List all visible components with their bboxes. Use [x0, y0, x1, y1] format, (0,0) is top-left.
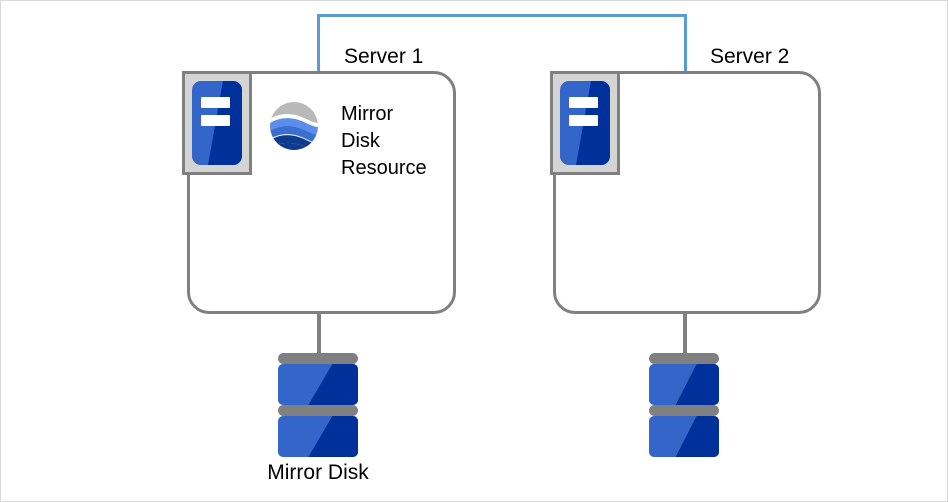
disk-body-upper-shade	[675, 364, 719, 405]
interconnect-left-drop-line	[317, 14, 320, 71]
disk-plate-top	[649, 353, 719, 364]
server-2-box[interactable]	[553, 71, 821, 314]
server-icon-tile	[192, 81, 242, 165]
mirror-disk-icon-left	[278, 353, 358, 457]
server-icon	[182, 71, 252, 175]
server-icon	[550, 71, 620, 175]
server-1-disk-connector	[317, 313, 321, 358]
disk-body-lower	[649, 416, 719, 457]
server-icon-bar-top	[201, 96, 230, 108]
server-icon-bar-top	[569, 96, 598, 108]
disk-body-upper	[649, 364, 719, 405]
disk-body-lower	[278, 416, 358, 457]
interconnect-right-drop-line	[684, 14, 687, 71]
disk-body-lower-shade	[308, 416, 358, 457]
disk-body-upper	[278, 364, 358, 405]
mirror-disk-icon-right	[649, 353, 719, 457]
disk-body-upper-shade	[308, 364, 358, 405]
server-icon-bar-bottom	[569, 115, 598, 127]
server-2-disk-connector	[683, 313, 687, 358]
interconnect-horizontal-line	[317, 14, 687, 17]
server-icon-tile	[560, 81, 610, 165]
disk-plate-top	[278, 353, 358, 364]
server-icon-bar-bottom	[201, 115, 230, 127]
mirror-disk-resource-globe-icon	[269, 101, 319, 151]
server-1-label: Server 1	[344, 45, 424, 68]
disk-plate-middle	[278, 405, 358, 416]
mirror-disk-resource-label: Mirror Disk Resource	[341, 103, 427, 179]
disk-plate-middle	[649, 405, 719, 416]
mirror-disk-label: Mirror Disk	[267, 461, 369, 484]
server-2-label: Server 2	[710, 45, 790, 68]
disk-body-lower-shade	[675, 416, 719, 457]
